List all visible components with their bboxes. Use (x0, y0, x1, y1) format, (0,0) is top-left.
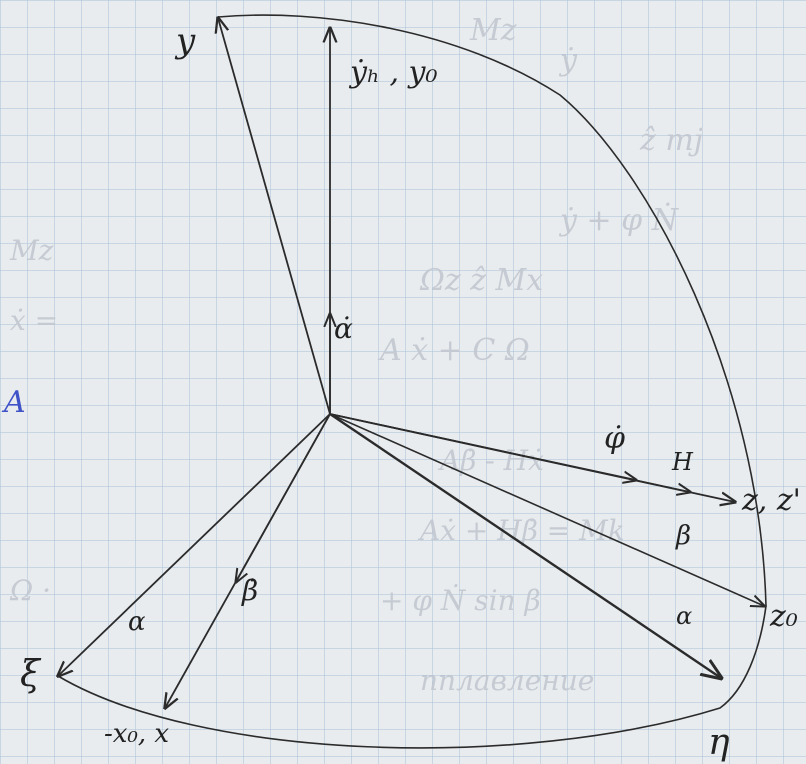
label-yh-y0: ẏₕ , y₀ (348, 55, 438, 90)
label-beta-dot: β̇ (241, 574, 258, 607)
eta-axis-arrow (328, 412, 721, 678)
margin-label-A: A (1, 385, 26, 420)
label-x0-x: -x₀, x (104, 719, 169, 749)
svg-text:Ω ·: Ω · (9, 574, 51, 607)
beta-dot-arrow (236, 413, 331, 582)
y-axis-arrow (218, 18, 331, 415)
label-alpha-dot: α̇ (334, 312, 353, 345)
H-arrow (329, 413, 690, 492)
label-phi-dot: φ̇ (604, 421, 625, 456)
svg-text:Mz: Mz (9, 234, 54, 267)
svg-text:Mz: Mz (469, 13, 517, 48)
label-xi: ξ (20, 654, 42, 695)
label-H: H (671, 448, 694, 476)
svg-text:ẏ + φ Ṅ: ẏ + φ Ṅ (558, 202, 680, 238)
svg-text:ẋ =: ẋ = (10, 304, 58, 337)
xi-axis-arrow (58, 413, 331, 676)
svg-text:ẏ: ẏ (558, 43, 578, 78)
z0-axis-arrow (329, 413, 764, 606)
svg-text:Ωz ẑ Mx: Ωz ẑ Mx (419, 263, 543, 298)
label-y: y (174, 21, 196, 61)
svg-text:+ φ Ṅ sin β: + φ Ṅ sin β (380, 583, 541, 617)
svg-text:ẑ mj: ẑ mj (639, 123, 703, 158)
outer-arc-right (217, 14, 767, 607)
label-z-zprime: z, z' (741, 483, 801, 518)
outer-arc-bottom (57, 605, 767, 749)
label-alpha-left: α (128, 607, 146, 637)
svg-text:A ẋ + C Ω: A ẋ + C Ω (377, 333, 530, 368)
svg-text:пплавление: пплавление (420, 664, 594, 697)
label-beta: β (675, 521, 691, 551)
label-eta: η (708, 722, 730, 763)
label-z0: z₀ (769, 599, 798, 634)
label-alpha-right: α (676, 602, 692, 630)
